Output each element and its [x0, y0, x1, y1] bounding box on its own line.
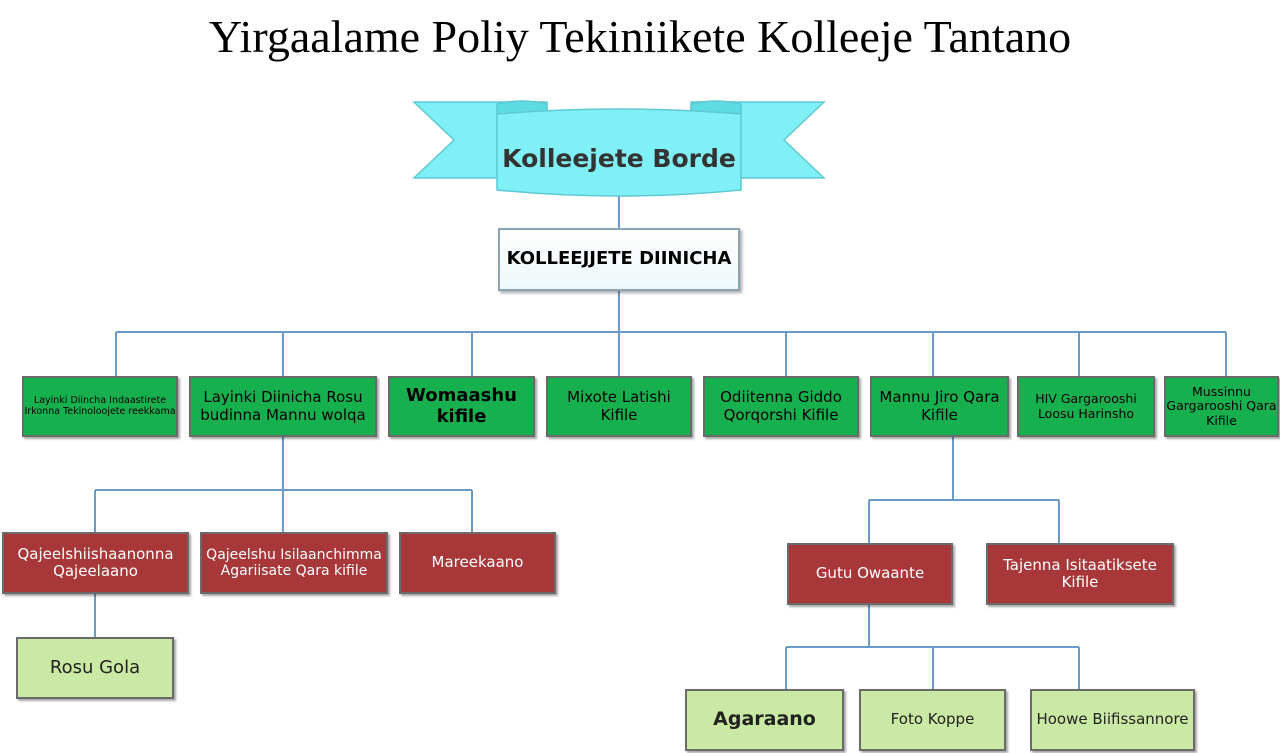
director-box: KOLLEEJJETE DIINICHA	[498, 228, 740, 291]
subunit-cleaners: Hoowe Biifissannore	[1030, 689, 1195, 751]
unit-quality-assurance: Qajeelshu Isilaanchimma Agariisate Qara …	[200, 532, 388, 594]
dept-finance: Womaashu kifile	[388, 376, 535, 437]
subunit-photocopy: Foto Koppe	[859, 689, 1006, 751]
board-banner-shape	[412, 100, 826, 197]
subunit-guards: Agaraano	[685, 689, 844, 751]
unit-registrar: Qajeelshiishaanonna Qajeelaano	[2, 532, 189, 594]
unit-general-services: Gutu Owaante	[787, 543, 953, 605]
dept-hiv-support: HIV Gargarooshi Loosu Harinsho	[1017, 376, 1155, 437]
subunit-training-field: Rosu Gola	[16, 637, 174, 699]
unit-statistics: Tajenna Isitaatiksete Kifile	[986, 543, 1174, 605]
dept-industry-technology: Layinki Diincha Indaastirete Irkonna Tek…	[22, 376, 178, 437]
dept-gender-support: Mussinnu Gargarooshi Qara Kifile	[1164, 376, 1279, 437]
dept-planning: Mixote Latishi Kifile	[546, 376, 692, 437]
dept-human-resources: Mannu Jiro Qara Kifile	[870, 376, 1009, 437]
dept-audit: Odiitenna Giddo Qorqorshi Kifile	[703, 376, 859, 437]
dept-academic-hr: Layinki Diinicha Rosu budinna Mannu wolq…	[189, 376, 377, 437]
diagram-title: Yirgaalame Poliy Tekiniikete Kolleeje Ta…	[208, 11, 1072, 62]
unit-library: Mareekaano	[399, 532, 556, 594]
board-label: Kolleejete Borde	[502, 143, 736, 173]
